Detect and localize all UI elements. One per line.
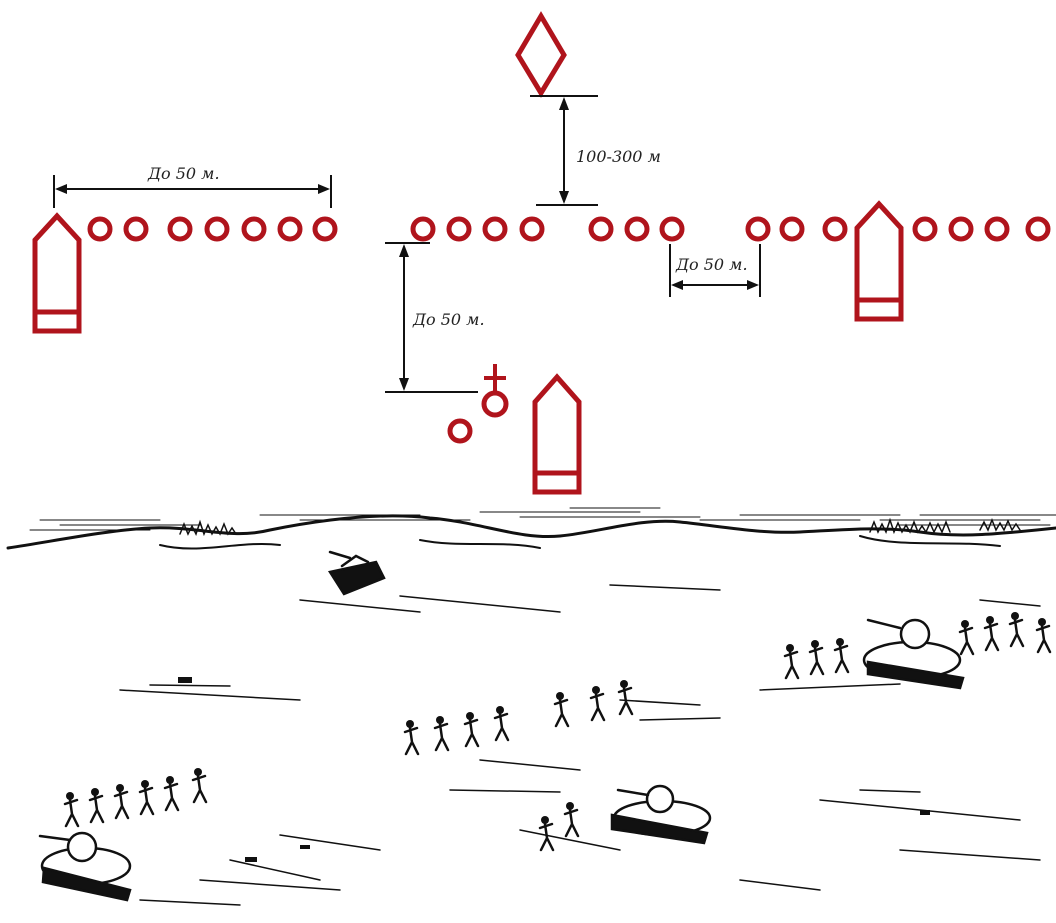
soldier-icon (449, 219, 469, 239)
hill-icon (30, 508, 1056, 530)
top-spacing-label: До 50 м. (147, 164, 220, 183)
left-depth-label: До 50 м. (412, 310, 485, 329)
soldier-icon (485, 219, 505, 239)
soldier-icon (413, 219, 433, 239)
soldier-icon (591, 219, 611, 239)
tank-icon (612, 786, 710, 843)
soldier-icon (951, 219, 971, 239)
soldier-icon (627, 219, 647, 239)
soldier-icon (90, 219, 110, 239)
commander-icon (484, 364, 506, 415)
tank-symbol-left (35, 216, 79, 331)
soldier-icon (987, 219, 1007, 239)
soldier-icon (782, 219, 802, 239)
tank-icon (40, 833, 130, 900)
tank-icon (864, 620, 963, 688)
tank-symbol-rear (535, 377, 579, 492)
right-spacing-dimension: До 50 м. (670, 244, 760, 297)
soldier-icon (244, 219, 264, 239)
soldier-icon (662, 219, 682, 239)
right-spacing-label: До 50 м. (675, 255, 748, 274)
left-depth-dimension: До 50 м. (385, 243, 485, 392)
soldier-icon (915, 219, 935, 239)
soldier-icon (748, 219, 768, 239)
tank-icon (330, 552, 384, 594)
soldier-icon (207, 219, 227, 239)
observation-post-icon (518, 16, 564, 93)
top-spacing-dimension: До 50 м. (54, 164, 331, 208)
depth-interval-label: 100-300 м (576, 147, 661, 166)
soldier-icon (1028, 219, 1048, 239)
soldier-icon (522, 219, 542, 239)
battlefield-illustration (8, 508, 1056, 905)
soldier-icon (280, 219, 300, 239)
soldier-icon (126, 219, 146, 239)
soldier-icon (450, 421, 470, 441)
soldier-icon (315, 219, 335, 239)
infantry-line (90, 219, 1048, 239)
soldier-icon (825, 219, 845, 239)
depth-dimension: 100-300 м (530, 96, 661, 205)
soldier-icon (170, 219, 190, 239)
tank-symbol-right (857, 204, 901, 319)
